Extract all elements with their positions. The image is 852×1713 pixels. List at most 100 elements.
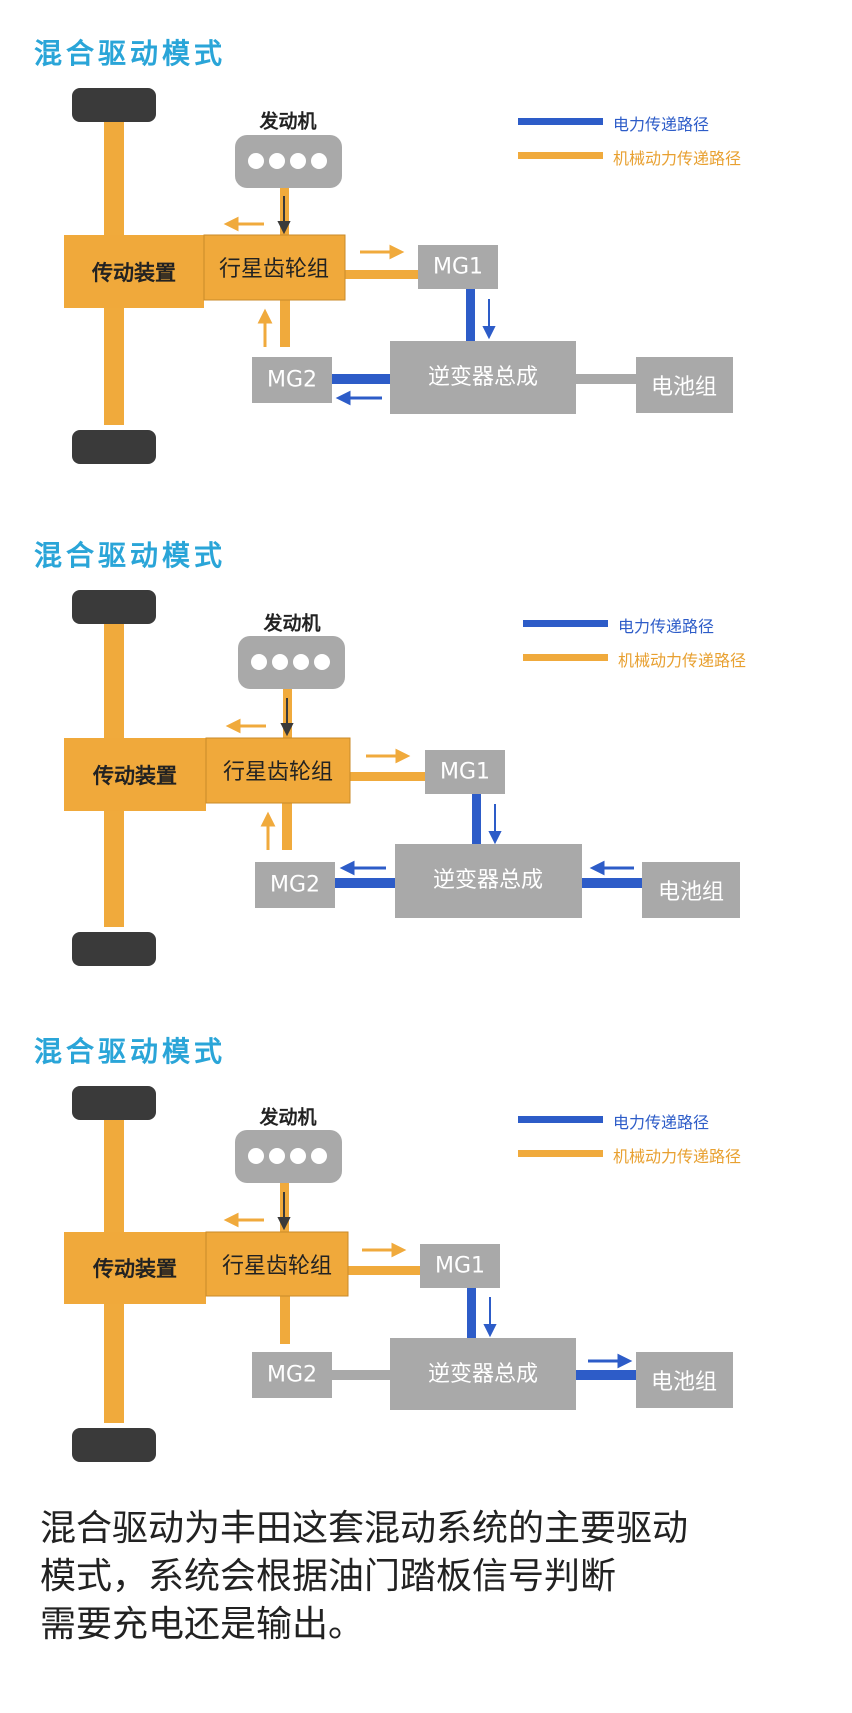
battery-box — [642, 862, 740, 918]
inverter-label: 逆变器总成 — [427, 1362, 539, 1387]
cylinder — [311, 153, 327, 169]
arrow-inverter-to-battery — [588, 1353, 633, 1369]
inverter-label: 逆变器总成 — [432, 868, 544, 893]
cylinder — [290, 153, 306, 169]
planetary-mg1-link — [345, 270, 418, 279]
panel-title: 混合驱动模式 — [34, 37, 227, 70]
arrow-to-mg1 — [366, 748, 411, 764]
arrow-planetary-left — [223, 216, 264, 232]
mg1-label: MG1 — [439, 759, 491, 785]
wheel-top — [72, 590, 156, 624]
planetary-mg2-link — [280, 1296, 290, 1344]
wheel-bottom — [72, 430, 156, 464]
arrow-engine-down — [280, 698, 294, 737]
arrow-to-mg1 — [362, 1242, 407, 1258]
planetary-label: 行星齿轮组 — [222, 760, 334, 785]
cylinder — [272, 654, 288, 670]
cylinder — [290, 1148, 306, 1164]
panel-title: 混合驱动模式 — [34, 539, 227, 572]
transmission-box — [64, 235, 204, 308]
wheel-top — [72, 88, 156, 122]
inverter-box — [395, 844, 582, 918]
diagram-graphic — [64, 1086, 733, 1462]
wheel-bottom — [72, 1428, 156, 1462]
diagram-panel-3: 混合驱动模式 — [0, 1008, 852, 1508]
planetary-mg2-link — [280, 300, 290, 347]
legend-electric-swatch — [518, 1116, 603, 1123]
caption-line: 混合驱动为丰田这套混动系统的主要驱动 — [40, 1508, 689, 1549]
transmission-label: 传动装置 — [93, 764, 177, 788]
mg1-box — [425, 750, 505, 794]
caption-text: 混合驱动为丰田这套混动系统的主要驱动 模式，系统会根据油门踏板信号判断 需要充电… — [40, 1505, 830, 1649]
mg2-label: MG2 — [266, 367, 318, 393]
arrow-to-mg2 — [339, 860, 386, 876]
planetary-label: 行星齿轮组 — [221, 1254, 333, 1279]
legend-electric-label: 电力传递路径 — [613, 115, 710, 134]
engine-block — [235, 135, 342, 188]
mg1-label: MG1 — [432, 254, 484, 280]
arrow-mg1-down — [488, 804, 502, 845]
inverter-mg2-link — [330, 374, 390, 384]
planetary-box — [203, 234, 346, 301]
engine-label: 发动机 — [263, 612, 321, 635]
mg1-inverter-link — [472, 794, 481, 854]
engine-label: 发动机 — [259, 110, 317, 133]
battery-label: 电池组 — [650, 375, 718, 400]
transmission-box — [64, 738, 206, 811]
diagram-graphic — [64, 88, 733, 464]
mg1-inverter-link — [466, 289, 475, 351]
mg1-label: MG1 — [434, 1253, 486, 1279]
cylinder — [314, 654, 330, 670]
cylinder — [251, 654, 267, 670]
arrow-planetary-left — [223, 1212, 264, 1228]
inverter-mg2-link — [335, 878, 395, 888]
planetary-label: 行星齿轮组 — [218, 257, 330, 282]
cylinder — [293, 654, 309, 670]
arrow-mg1-down — [482, 299, 496, 340]
legend-mechanical-label: 机械动力传递路径 — [618, 651, 747, 670]
legend-mechanical-swatch — [518, 1150, 603, 1157]
transmission-label: 传动装置 — [92, 261, 176, 285]
cylinder — [248, 153, 264, 169]
panel-title: 混合驱动模式 — [34, 1035, 227, 1068]
inverter-battery-link — [576, 374, 636, 384]
mg1-box — [418, 245, 498, 289]
inverter-box — [390, 1338, 576, 1410]
battery-label: 电池组 — [650, 1370, 718, 1395]
caption-line: 需要充电还是输出。 — [40, 1604, 365, 1645]
caption-line: 模式，系统会根据油门踏板信号判断 — [40, 1556, 617, 1597]
mg2-box — [252, 1352, 332, 1398]
wheel-top — [72, 1086, 156, 1120]
legend-mechanical-swatch — [518, 152, 603, 159]
transmission-label: 传动装置 — [93, 1257, 177, 1281]
inverter-battery-link — [576, 1370, 636, 1380]
arrow-engine-down — [277, 196, 291, 235]
cylinder — [248, 1148, 264, 1164]
battery-box — [636, 1352, 733, 1408]
legend-mechanical-label: 机械动力传递路径 — [613, 149, 742, 168]
diagram-graphic — [64, 590, 740, 966]
arrow-mg2-up — [260, 811, 276, 850]
wheel-bottom — [72, 932, 156, 966]
mg2-box — [252, 357, 332, 403]
battery-inverter-link — [582, 878, 642, 888]
arrow-to-mg1 — [360, 244, 405, 260]
mg1-box — [420, 1244, 500, 1288]
battery-label: 电池组 — [657, 880, 725, 905]
planetary-mg1-link — [348, 1266, 420, 1275]
mg2-box — [255, 862, 335, 908]
arrow-to-mg2 — [335, 390, 382, 406]
planetary-box — [205, 1231, 349, 1297]
arrow-engine-down — [277, 1192, 291, 1231]
legend-electric-swatch — [523, 620, 608, 627]
inverter-mg2-link — [330, 1370, 390, 1380]
planetary-mg1-link — [350, 772, 425, 781]
engine-block — [235, 1130, 342, 1183]
mg1-inverter-link — [467, 1287, 476, 1347]
diagram-panel-1: 混合驱动模式 — [0, 10, 852, 510]
legend-mechanical-swatch — [523, 654, 608, 661]
legend-electric-swatch — [518, 118, 603, 125]
arrow-mg1-down — [483, 1297, 497, 1338]
legend-electric-label: 电力传递路径 — [613, 1113, 710, 1132]
